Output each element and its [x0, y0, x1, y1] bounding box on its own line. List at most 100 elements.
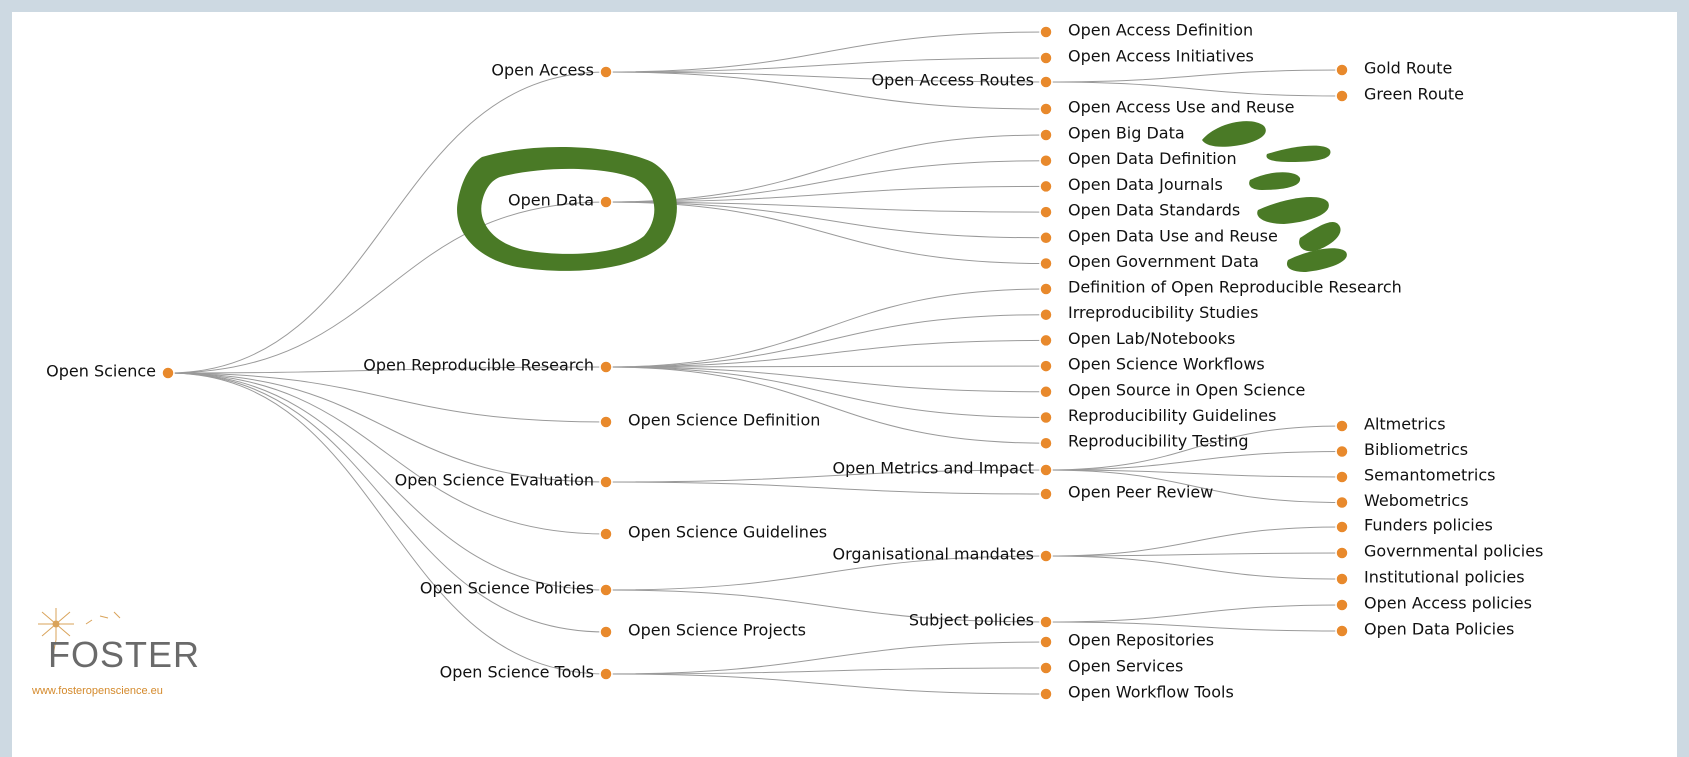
node-open-access-policies[interactable]: Open Access policies	[1335, 594, 1532, 613]
node-dot[interactable]	[1039, 75, 1053, 89]
link-open-science-tools-to-open-services	[605, 667, 1047, 675]
node-open-services[interactable]: Open Services	[1039, 657, 1183, 676]
node-irreproducibility-studies[interactable]: Irreproducibility Studies	[1039, 303, 1258, 322]
node-dot[interactable]	[599, 195, 613, 209]
node-open-access-initiatives[interactable]: Open Access Initiatives	[1039, 47, 1254, 66]
node-open-access-use-and-reuse[interactable]: Open Access Use and Reuse	[1039, 98, 1294, 117]
node-dot[interactable]	[1039, 333, 1053, 348]
node-dot[interactable]	[1039, 549, 1053, 563]
node-open-access-definition[interactable]: Open Access Definition	[1039, 21, 1253, 40]
node-dot[interactable]	[599, 583, 613, 597]
node-label: Altmetrics	[1364, 415, 1446, 434]
node-dot[interactable]	[161, 366, 175, 380]
node-dot[interactable]	[1039, 463, 1053, 477]
node-dot[interactable]	[1335, 89, 1349, 103]
dandelion-icon	[38, 608, 121, 661]
node-open-science-workflows[interactable]: Open Science Workflows	[1039, 355, 1265, 374]
node-open-data-standards[interactable]: Open Data Standards	[1039, 201, 1240, 220]
node-dot[interactable]	[1335, 495, 1349, 510]
node-dot[interactable]	[599, 625, 613, 639]
node-reproducibility-testing[interactable]: Reproducibility Testing	[1039, 432, 1249, 451]
node-open-data-use-and-reuse[interactable]: Open Data Use and Reuse	[1039, 226, 1278, 245]
node-dot[interactable]	[1039, 282, 1053, 296]
node-dot[interactable]	[1335, 419, 1349, 433]
node-funders-policies[interactable]: Funders policies	[1335, 516, 1493, 535]
link-open-science-evaluation-to-open-metrics-and-impact	[605, 469, 1047, 483]
node-altmetrics[interactable]: Altmetrics	[1335, 415, 1446, 434]
node-dot[interactable]	[599, 360, 613, 374]
node-open-science-policies[interactable]: Open Science Policies	[420, 579, 613, 598]
node-open-data-journals[interactable]: Open Data Journals	[1039, 175, 1223, 194]
node-open-data[interactable]: Open Data	[508, 191, 613, 210]
node-dot[interactable]	[1335, 63, 1349, 77]
node-dot[interactable]	[1335, 520, 1349, 534]
node-dot[interactable]	[1335, 470, 1349, 484]
node-open-access-routes[interactable]: Open Access Routes	[872, 71, 1053, 90]
node-dot[interactable]	[599, 415, 613, 429]
node-dot[interactable]	[1335, 444, 1349, 459]
node-dot[interactable]	[1039, 153, 1053, 168]
node-open-science[interactable]: Open Science	[46, 362, 175, 381]
node-dot[interactable]	[1039, 410, 1053, 425]
node-open-access[interactable]: Open Access	[491, 61, 613, 80]
node-dot[interactable]	[1039, 179, 1053, 194]
node-dot[interactable]	[1039, 231, 1053, 245]
node-governmental-policies[interactable]: Governmental policies	[1335, 542, 1543, 561]
node-definition-of-open-reproducible-research[interactable]: Definition of Open Reproducible Research	[1039, 278, 1402, 297]
node-dot[interactable]	[1039, 256, 1053, 271]
node-open-repositories[interactable]: Open Repositories	[1039, 631, 1214, 650]
node-open-science-tools[interactable]: Open Science Tools	[440, 663, 613, 682]
node-gold-route[interactable]: Gold Route	[1335, 59, 1452, 78]
node-open-lab-notebooks[interactable]: Open Lab/Notebooks	[1039, 329, 1235, 348]
node-dot[interactable]	[1039, 687, 1053, 701]
node-open-source-in-open-science[interactable]: Open Source in Open Science	[1039, 380, 1305, 399]
node-dot[interactable]	[1039, 359, 1053, 373]
node-dot[interactable]	[599, 527, 613, 541]
node-dot[interactable]	[1039, 25, 1053, 39]
node-dot[interactable]	[599, 475, 613, 489]
node-open-science-definition[interactable]: Open Science Definition	[599, 411, 820, 430]
node-organisational-mandates[interactable]: Organisational mandates	[832, 545, 1053, 564]
node-dot[interactable]	[1335, 624, 1349, 638]
node-open-data-definition[interactable]: Open Data Definition	[1039, 149, 1237, 168]
node-dot[interactable]	[1039, 661, 1053, 675]
link-open-science-policies-to-organisational-mandates	[605, 555, 1047, 591]
node-reproducibility-guidelines[interactable]: Reproducibility Guidelines	[1039, 406, 1276, 425]
link-subject-policies-to-open-data-policies	[1045, 621, 1343, 632]
node-dot[interactable]	[1039, 635, 1053, 649]
node-dot[interactable]	[1039, 436, 1053, 450]
node-dot[interactable]	[1039, 51, 1053, 65]
node-subject-policies[interactable]: Subject policies	[909, 611, 1053, 630]
node-open-metrics-and-impact[interactable]: Open Metrics and Impact	[832, 459, 1053, 478]
link-open-access-to-open-access-routes	[605, 71, 1047, 83]
node-bibliometrics[interactable]: Bibliometrics	[1335, 440, 1468, 459]
node-green-route[interactable]: Green Route	[1335, 85, 1464, 104]
node-dot[interactable]	[1335, 546, 1349, 560]
node-semantometrics[interactable]: Semantometrics	[1335, 466, 1495, 485]
node-dot[interactable]	[1039, 128, 1053, 142]
node-dot[interactable]	[599, 65, 613, 79]
node-open-big-data[interactable]: Open Big Data	[1039, 124, 1185, 143]
annotation-scribble	[1202, 121, 1266, 147]
node-open-science-guidelines[interactable]: Open Science Guidelines	[599, 523, 827, 542]
node-dot[interactable]	[1039, 615, 1053, 629]
node-dot[interactable]	[1039, 102, 1053, 116]
node-dot[interactable]	[599, 667, 613, 681]
node-open-workflow-tools[interactable]: Open Workflow Tools	[1039, 683, 1234, 702]
node-open-reproducible-research[interactable]: Open Reproducible Research	[363, 356, 613, 375]
node-dot[interactable]	[1335, 598, 1349, 612]
node-open-peer-review[interactable]: Open Peer Review	[1039, 483, 1213, 502]
node-webometrics[interactable]: Webometrics	[1335, 491, 1469, 510]
node-dot[interactable]	[1039, 205, 1053, 219]
node-open-science-evaluation[interactable]: Open Science Evaluation	[395, 471, 613, 490]
annotation-scribble	[1299, 221, 1341, 252]
node-dot[interactable]	[1039, 385, 1053, 399]
node-dot[interactable]	[1335, 572, 1349, 586]
node-open-government-data[interactable]: Open Government Data	[1039, 252, 1259, 271]
node-institutional-policies[interactable]: Institutional policies	[1335, 568, 1525, 587]
node-dot[interactable]	[1039, 307, 1053, 322]
node-open-data-policies[interactable]: Open Data Policies	[1335, 620, 1514, 639]
node-dot[interactable]	[1039, 487, 1053, 501]
link-open-science-to-open-science-definition	[167, 372, 607, 423]
node-open-science-projects[interactable]: Open Science Projects	[599, 621, 806, 640]
